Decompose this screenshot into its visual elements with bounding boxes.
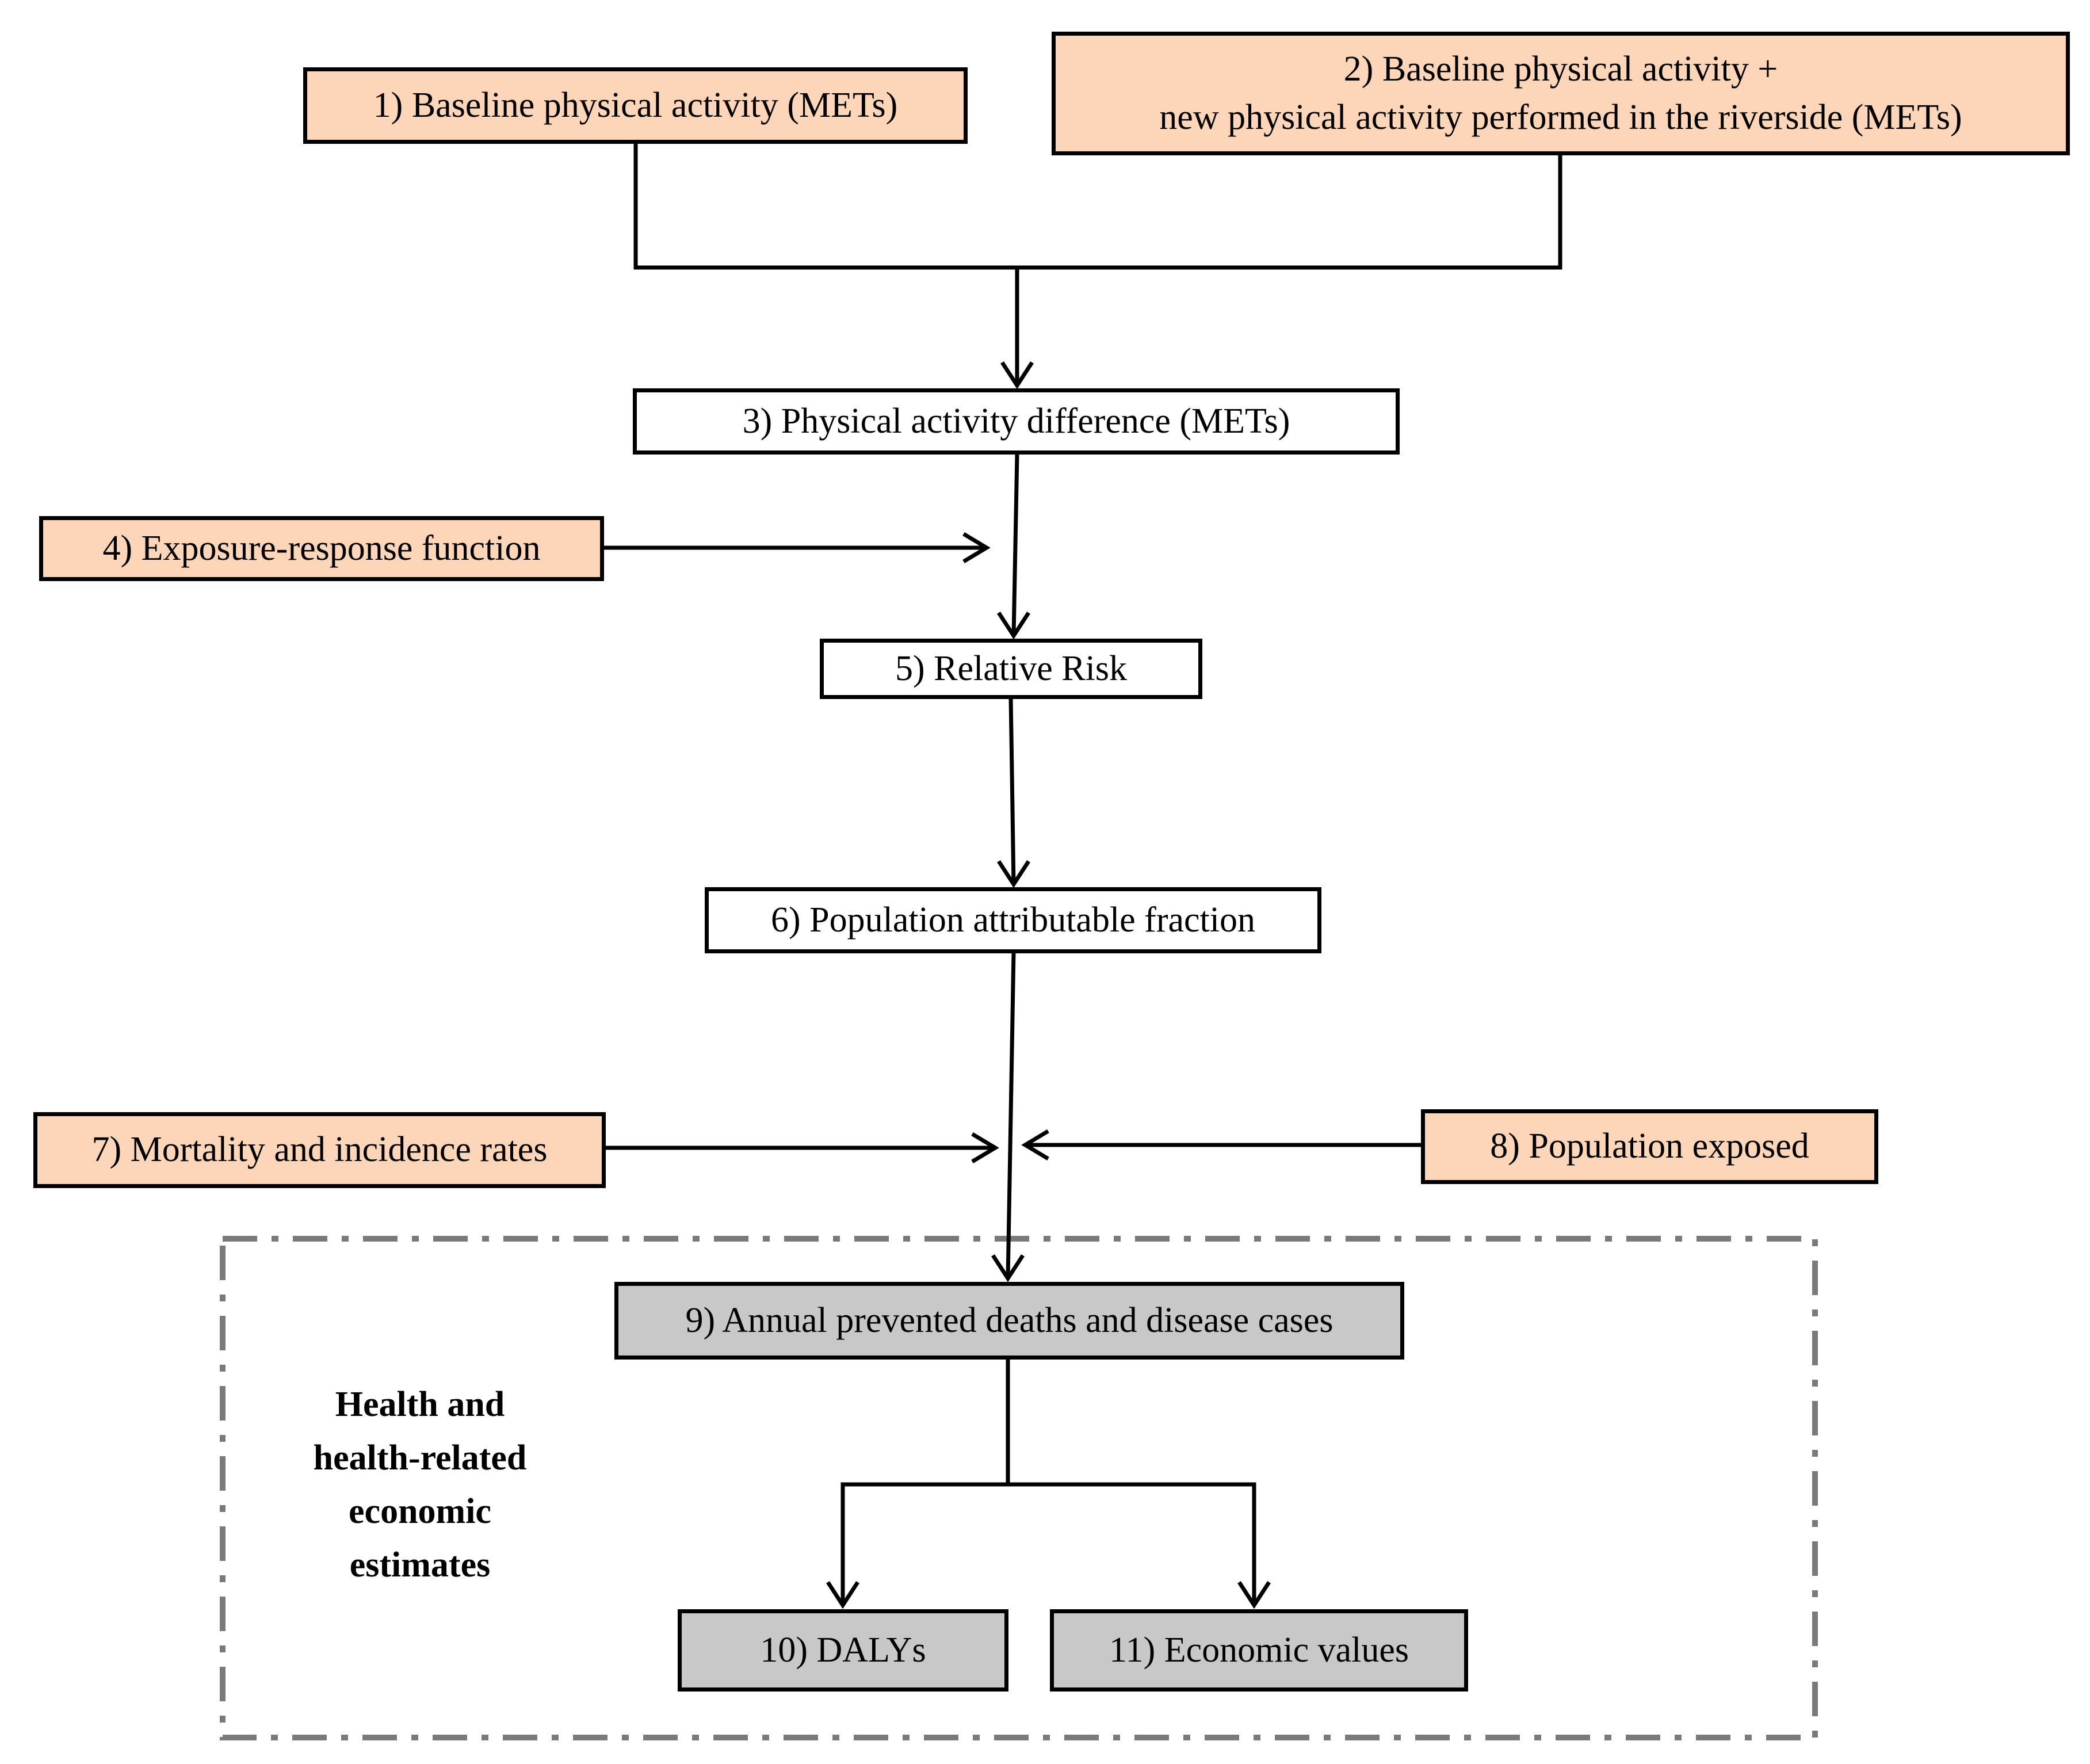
arrowhead-6 xyxy=(997,860,1030,888)
node-3-label: 3) Physical activity difference (METs) xyxy=(742,401,1290,441)
connector-6-to-9 xyxy=(1006,952,1016,1279)
connector-split xyxy=(840,1482,1256,1605)
node-physical-activity-difference: 3) Physical activity difference (METs) xyxy=(633,388,1400,455)
node-1-label: 1) Baseline physical activity (METs) xyxy=(373,85,898,125)
connector-5-to-6 xyxy=(1008,697,1016,885)
node-population-exposed: 8) Population exposed xyxy=(1421,1109,1878,1184)
node-exposure-response-function: 4) Exposure-response function xyxy=(39,516,604,581)
group-label: Health and health-related economic estim… xyxy=(253,1378,587,1592)
node-2-label-line2: new physical activity performed in the r… xyxy=(1159,97,1962,137)
arrowhead-11 xyxy=(1237,1581,1271,1609)
connector-1-down xyxy=(633,144,1017,270)
arrowhead-10 xyxy=(826,1581,859,1609)
node-2-label-line1: 2) Baseline physical activity + xyxy=(1343,49,1778,89)
node-population-attributable-fraction: 6) Population attributable fraction xyxy=(705,887,1321,953)
node-9-label: 9) Annual prevented deaths and disease c… xyxy=(685,1300,1334,1340)
node-economic-values: 11) Economic values xyxy=(1050,1609,1468,1692)
node-7-label: 7) Mortality and incidence rates xyxy=(91,1130,548,1170)
group-frame xyxy=(220,1236,1818,1740)
arrowhead-9 xyxy=(991,1254,1025,1282)
node-8-label: 8) Population exposed xyxy=(1490,1127,1809,1166)
node-4-label: 4) Exposure-response function xyxy=(102,528,541,568)
group-label-line3: economic xyxy=(349,1492,491,1531)
arrowhead-3 xyxy=(1000,361,1034,390)
node-6-label: 6) Population attributable fraction xyxy=(771,900,1255,940)
arrowhead-5 xyxy=(997,612,1030,640)
node-annual-prevented-deaths: 9) Annual prevented deaths and disease c… xyxy=(614,1282,1404,1360)
arrowhead-8 xyxy=(1021,1129,1049,1161)
node-mortality-incidence-rates: 7) Mortality and incidence rates xyxy=(33,1112,606,1188)
connector-3-to-5 xyxy=(1011,454,1019,636)
node-baseline-plus-new-activity: 2) Baseline physical activity + new phys… xyxy=(1052,32,2070,155)
node-dalys: 10) DALYs xyxy=(678,1609,1008,1692)
group-label-line1: Health and xyxy=(335,1385,505,1424)
group-label-line2: health-related xyxy=(313,1438,527,1477)
node-10-label: 10) DALYs xyxy=(760,1630,926,1670)
node-5-label: 5) Relative Risk xyxy=(895,648,1127,688)
arrowhead-7 xyxy=(971,1132,999,1164)
node-baseline-physical-activity: 1) Baseline physical activity (METs) xyxy=(303,67,968,144)
connector-2-down xyxy=(1017,155,1562,270)
node-11-label: 11) Economic values xyxy=(1109,1630,1409,1670)
node-relative-risk: 5) Relative Risk xyxy=(820,639,1202,699)
group-label-line4: estimates xyxy=(349,1545,491,1584)
arrowhead-4 xyxy=(962,532,991,564)
